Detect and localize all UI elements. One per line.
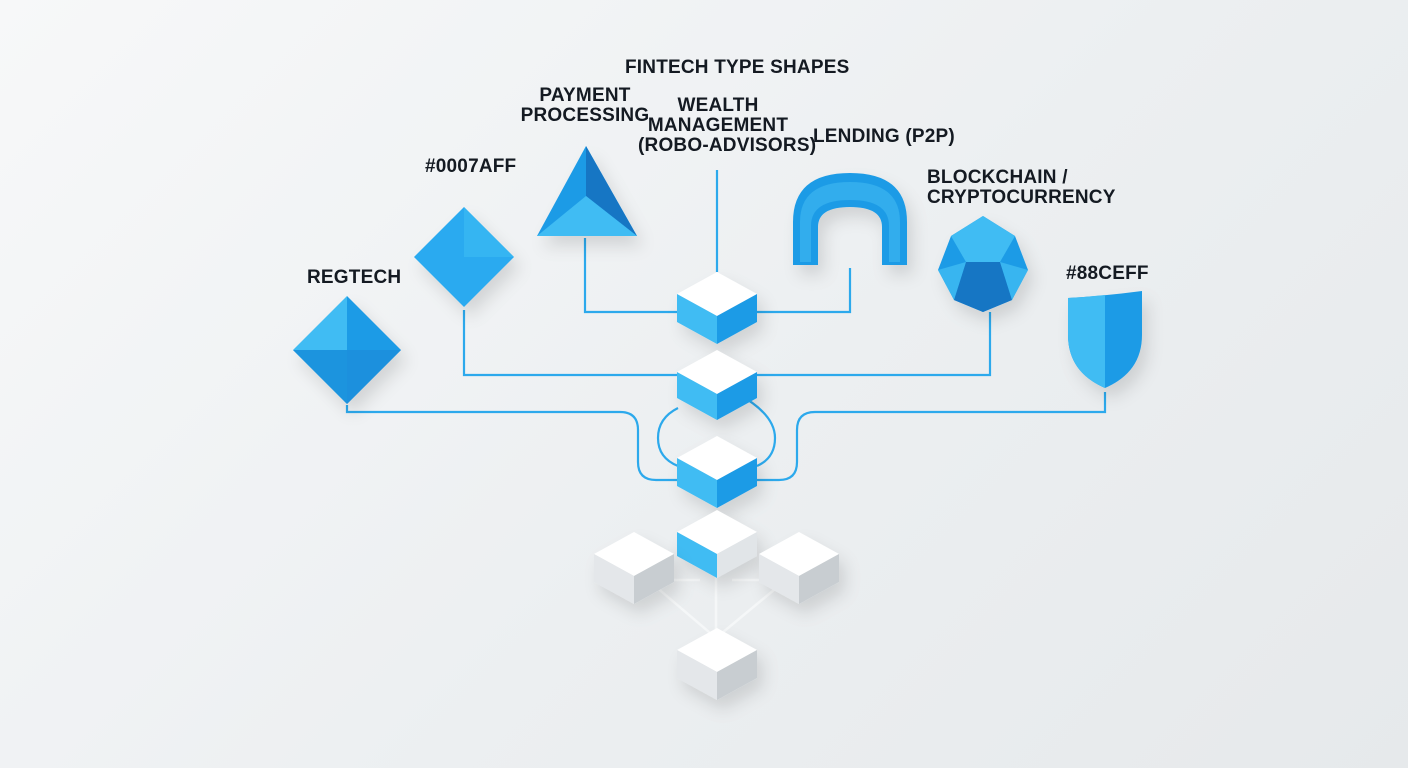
cube-stack-third[interactable] <box>677 436 757 508</box>
connector-loop-right <box>739 394 777 468</box>
label-payment-processing: PAYMENT PROCESSING <box>520 85 650 126</box>
cube-stack-fourth[interactable] <box>677 510 757 578</box>
connector-loop-left <box>656 407 679 468</box>
connector-regtech <box>345 405 680 482</box>
shield-icon[interactable] <box>1068 291 1142 388</box>
square-diamond-icon[interactable] <box>414 207 514 307</box>
label-color-b: #88CEFF <box>1066 263 1149 284</box>
label-wealth-management: WEALTH MANAGEMENT (ROBO-ADVISORS) <box>638 95 817 156</box>
label-lending: LENDING (P2P) <box>813 126 955 147</box>
arch-icon[interactable] <box>793 173 907 265</box>
connector-lending <box>757 268 852 314</box>
cube-stack-top[interactable] <box>677 272 757 344</box>
connector-color-a <box>462 310 678 377</box>
cube-gray-left[interactable] <box>594 532 674 604</box>
triangle-icon[interactable] <box>537 146 637 236</box>
connector-color-b <box>755 392 1107 482</box>
diagram-title: FINTECH TYPE SHAPES <box>625 57 850 78</box>
connector-payment <box>583 238 678 314</box>
cube-stack-second[interactable] <box>677 350 757 420</box>
connector-lines <box>345 170 1107 482</box>
cube-gray-bottom[interactable] <box>677 628 757 700</box>
diamond-icon[interactable] <box>293 296 401 404</box>
cube-gray-right[interactable] <box>759 532 839 604</box>
heptagon-icon[interactable] <box>938 216 1028 312</box>
connector-blockchain <box>757 312 992 377</box>
label-regtech: REGTECH <box>307 267 402 288</box>
label-color-a: #0007AFF <box>425 156 517 177</box>
label-blockchain: BLOCKCHAIN / CRYPTOCURRENCY <box>927 167 1116 208</box>
